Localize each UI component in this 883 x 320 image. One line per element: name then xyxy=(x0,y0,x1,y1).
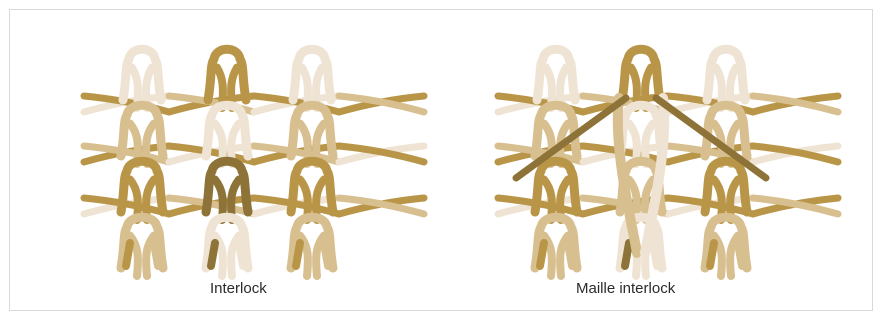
tail-right-c0 xyxy=(568,243,572,266)
caption-maille-interlock: Maille interlock xyxy=(576,280,675,297)
stitch-c0-r0 xyxy=(537,49,575,100)
tail-right-c1 xyxy=(653,243,657,266)
interlock-diagram xyxy=(92,28,412,278)
tail-left-c1 xyxy=(211,243,215,266)
maille-interlock-diagram xyxy=(506,28,826,278)
stitch-c1-r0 xyxy=(208,49,246,100)
tail-left-c2 xyxy=(296,243,300,266)
maille-interlock-illustration xyxy=(506,28,806,268)
stitch-c2-r0 xyxy=(293,49,331,100)
tail-left-c0 xyxy=(126,243,130,266)
caption-interlock: Interlock xyxy=(210,280,267,297)
stitch-c2-r0 xyxy=(707,49,745,100)
tail-right-c2 xyxy=(324,243,328,266)
stitch-c0-r0 xyxy=(123,49,161,100)
stitch-c1-r0 xyxy=(622,49,660,100)
tail-left-c2 xyxy=(710,243,714,266)
interlock-illustration xyxy=(92,28,392,268)
tail-right-c0 xyxy=(154,243,158,266)
tail-right-c2 xyxy=(738,243,742,266)
tail-left-c1 xyxy=(625,243,629,266)
tail-right-c1 xyxy=(239,243,243,266)
tail-left-c0 xyxy=(540,243,544,266)
